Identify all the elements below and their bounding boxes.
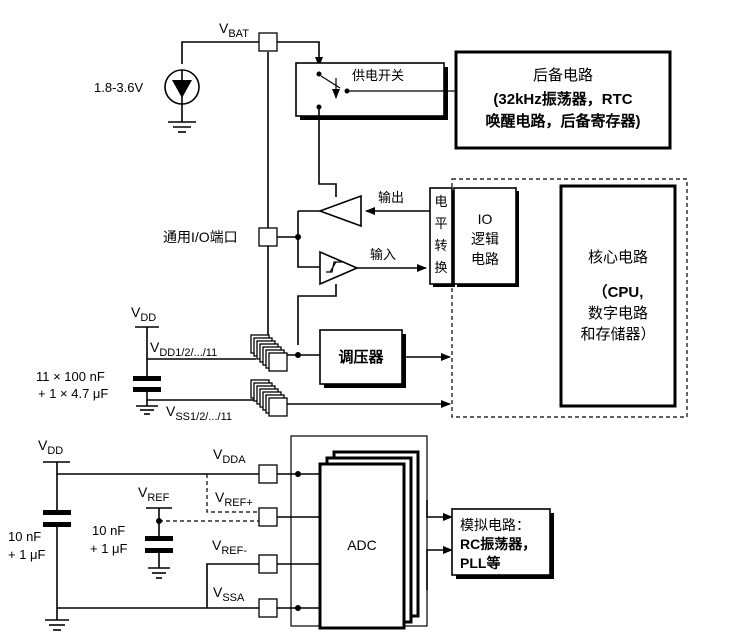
vbat-wire xyxy=(181,41,259,64)
cap3-line1: 10 nF xyxy=(92,523,125,538)
vdda-junction xyxy=(295,471,301,477)
switch-output-wire xyxy=(318,107,337,197)
backup-title: 后备电路 xyxy=(533,67,593,84)
cap2-line1: 10 nF xyxy=(8,529,41,544)
vss-pin-stack xyxy=(250,379,288,417)
vssa-junction xyxy=(295,605,301,611)
regulator-box xyxy=(319,329,403,385)
vref-label: VREF xyxy=(138,484,170,504)
ground-icon xyxy=(45,610,69,631)
core-l3: 数字电路 xyxy=(588,305,648,322)
vdda-vrefp-link xyxy=(206,474,259,513)
io-logic-l3: 电路 xyxy=(471,251,499,267)
core-l4: 和存储器） xyxy=(580,326,655,343)
ground-icon xyxy=(136,405,158,415)
io-logic-box xyxy=(453,187,517,285)
level-char2: 平 xyxy=(434,216,447,231)
capacitor-icon xyxy=(145,536,173,579)
vdda-pin xyxy=(258,464,278,484)
vbat-to-switch-wire xyxy=(277,41,323,67)
cap3-line2: + 1 μF xyxy=(90,541,128,556)
core-l2: （CPU, xyxy=(593,283,644,301)
input-buffer-supply xyxy=(297,284,337,345)
io-logic-l1: IO xyxy=(478,211,493,227)
gpio-label: 通用I/O端口 xyxy=(163,229,238,245)
vrefp-label: VREF+ xyxy=(215,489,253,509)
vrefm-label: VREF- xyxy=(212,537,247,557)
io-logic-l2: 逻辑 xyxy=(471,231,499,247)
analog-l3: PLL等 xyxy=(460,555,500,571)
adc-box xyxy=(318,462,406,630)
capacitor-icon xyxy=(133,359,161,406)
level-char3: 转 xyxy=(434,238,447,253)
level-char1: 电 xyxy=(434,194,447,209)
analog-l1: 模拟电路： xyxy=(460,517,530,533)
vssa-pin xyxy=(258,598,278,618)
input-label: 输入 xyxy=(370,247,396,262)
vdd-label: VDD xyxy=(131,304,156,324)
input-buffer-icon xyxy=(319,250,360,286)
output-label: 输出 xyxy=(378,190,404,205)
cap1-line2: + 1 × 4.7 μF xyxy=(38,386,108,401)
level-char4: 换 xyxy=(434,260,447,275)
vrefp-pin xyxy=(258,507,278,527)
vssa-label: VSSA xyxy=(213,584,245,604)
analog-supply-arrow xyxy=(426,500,453,521)
core-domain-border xyxy=(451,178,688,418)
analog-circuits-box xyxy=(451,508,551,576)
regulator-label: 调压器 xyxy=(338,349,384,366)
backup-line3: 唤醒电路，后备寄存器) xyxy=(486,112,641,130)
ground-icon xyxy=(168,121,196,133)
backup-domain-box xyxy=(454,50,672,150)
schmitt-icon xyxy=(326,261,342,273)
vdd-pin-stack xyxy=(250,334,288,372)
vrefm-vssa-link xyxy=(206,563,259,608)
analog-l2: RC振荡器， xyxy=(460,536,536,552)
output-buffer-icon xyxy=(317,194,362,228)
gpio-pin xyxy=(258,227,278,247)
cap1-line1: 11 × 100 nF xyxy=(36,369,105,384)
cap2-line2: + 1 μF xyxy=(8,547,46,562)
vss-pins-label: VSS1/2/.../11 xyxy=(166,403,232,423)
switch-icon xyxy=(316,71,456,110)
capacitor-icon xyxy=(43,474,71,610)
vrefm-pin xyxy=(258,554,278,574)
vbat-pin xyxy=(258,32,278,52)
power-switch-label: 供电开关 xyxy=(352,68,404,83)
core-l1: 核心电路 xyxy=(588,249,648,266)
vbat-range-label: 1.8-3.6V xyxy=(94,80,143,95)
buffer-join-wire xyxy=(297,211,320,268)
vdda-label: VDDA xyxy=(213,446,246,466)
vdd2-label: VDD xyxy=(38,437,63,457)
battery-source-icon xyxy=(164,69,200,122)
analog-ground-arrow xyxy=(426,546,453,590)
adc-label: ADC xyxy=(347,537,377,553)
vdd-pins-label: VDD1/2/.../11 xyxy=(150,339,217,359)
backup-line2: (32kHz振荡器，RTC xyxy=(493,90,632,108)
vbat-label: VBAT xyxy=(219,20,249,40)
core-box xyxy=(559,184,677,408)
